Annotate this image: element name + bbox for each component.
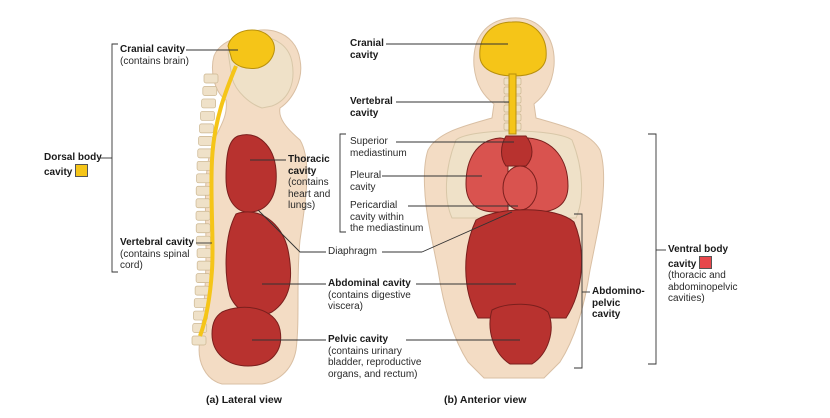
vertebral-anterior-title-2: cavity — [350, 107, 379, 119]
lateral-vertebra — [197, 148, 213, 159]
label-abdominopelvic-cavity: Abdomino- pelvic cavity — [592, 286, 645, 321]
lateral-spinal-cord — [198, 65, 238, 337]
lateral-vertebra — [196, 260, 212, 271]
lateral-vertebra — [191, 335, 207, 346]
label-pelvic-cavity: Pelvic cavity (contains urinary bladder,… — [328, 334, 421, 380]
thoracic-title-2: cavity — [288, 165, 317, 177]
anterior-figure — [423, 17, 605, 379]
pericardial-cavity — [502, 165, 538, 211]
lateral-vertebra — [202, 86, 218, 96]
cranial-lateral-sub: (contains brain) — [120, 55, 189, 67]
label-dorsal-body-cavity: Dorsal body cavity — [44, 152, 102, 178]
label-vertebral-cavity-lateral: Vertebral cavity (contains spinal cord) — [120, 237, 194, 272]
vertebral-lateral-sub-2: cord) — [120, 260, 143, 271]
vertebral-lateral-sub-1: (contains spinal — [120, 248, 190, 260]
anterior-spinal-cord — [508, 73, 517, 135]
cranial-anterior-title-1: Cranial — [350, 38, 384, 49]
dorsal-color-swatch — [75, 163, 89, 177]
cranial-lateral-title: Cranial cavity — [120, 44, 186, 55]
cranial-anterior-title-2: cavity — [350, 49, 379, 61]
anterior-abdominal-cavity — [465, 209, 582, 319]
abdominal-title: Abdominal cavity — [328, 278, 411, 289]
abdominopelvic-line-1: Abdomino- — [592, 286, 645, 297]
lateral-vertebra — [196, 160, 212, 171]
label-abdominal-cavity: Abdominal cavity (contains digestive vis… — [328, 278, 411, 313]
pleural-line-2: cavity — [350, 181, 376, 193]
label-vertebral-cavity-anterior: Vertebral cavity — [350, 96, 393, 119]
lateral-vertebra — [196, 235, 211, 246]
ventral-sub-1: (thoracic and — [668, 270, 726, 281]
ventral-title-1: Ventral body — [668, 244, 729, 255]
vertebral-anterior-title-1: Vertebral — [350, 96, 393, 107]
lateral-vertebra — [195, 198, 211, 209]
lateral-brain — [227, 29, 275, 69]
pelvic-title: Pelvic cavity — [328, 334, 389, 345]
label-pleural-cavity: Pleural cavity — [350, 170, 381, 193]
label-cranial-cavity-anterior: Cranial cavity — [350, 38, 384, 61]
pelvic-sub-1: (contains urinary — [328, 345, 402, 357]
pericardial-line-3: the mediastinum — [350, 223, 424, 234]
vertebral-lateral-title: Vertebral cavity — [120, 237, 194, 248]
diaphragm-text: Diaphragm — [328, 246, 377, 257]
abdominopelvic-line-2: pelvic — [592, 297, 621, 309]
pleural-line-1: Pleural — [350, 170, 382, 181]
abdominal-sub-2: viscera) — [328, 301, 364, 312]
lateral-vertebra — [196, 248, 212, 259]
lateral-vertebra — [195, 223, 211, 234]
lateral-vertebra — [199, 123, 214, 134]
ventral-sub-2: abdominopelvic — [668, 281, 738, 293]
lateral-figure — [191, 29, 308, 385]
lateral-vertebra — [196, 173, 211, 184]
dorsal-title-1: Dorsal body — [44, 152, 102, 163]
caption-anterior-view: (b) Anterior view — [444, 394, 527, 406]
dorsal-title-row: cavity — [44, 163, 102, 179]
lateral-vertebra — [198, 136, 213, 146]
lateral-vertebra — [200, 111, 215, 121]
thoracic-sub-3: lungs) — [288, 200, 316, 211]
ventral-sub-3: cavities) — [668, 293, 705, 304]
lateral-abdominal-cavity — [225, 211, 292, 316]
lateral-vertebra — [195, 210, 211, 221]
pelvic-sub-3: organs, and rectum) — [328, 368, 418, 380]
label-diaphragm: Diaphragm — [328, 246, 377, 258]
lateral-vertebra — [201, 98, 216, 109]
label-cranial-cavity-lateral: Cranial cavity (contains brain) — [120, 44, 189, 67]
caption-lateral-view: (a) Lateral view — [206, 394, 282, 406]
ventral-color-swatch — [699, 255, 713, 269]
superior-mediastinum-line-2: mediastinum — [350, 147, 407, 159]
abdominal-sub-1: (contains digestive — [328, 289, 411, 301]
lateral-vertebra — [203, 73, 219, 84]
superior-mediastinum-line-1: Superior — [350, 136, 388, 147]
thoracic-title-1: Thoracic — [288, 154, 330, 165]
label-thoracic-cavity: Thoracic cavity (contains heart and lung… — [288, 154, 330, 212]
label-ventral-body-cavity: Ventral body cavity (thoracic and abdomi… — [668, 244, 738, 305]
leader-lines — [100, 43, 666, 369]
ventral-title-2: cavity — [668, 258, 697, 270]
lateral-vertebra — [195, 273, 211, 283]
lateral-vertebra — [194, 285, 210, 296]
pelvic-sub-2: bladder, reproductive — [328, 357, 422, 368]
thoracic-sub-1: (contains — [288, 177, 329, 188]
anterior-brain — [479, 21, 547, 77]
label-superior-mediastinum: Superior mediastinum — [350, 136, 407, 159]
ventral-title-row: cavity — [668, 255, 738, 271]
thoracic-sub-2: heart and — [288, 188, 331, 200]
dorsal-title-2: cavity — [44, 166, 73, 178]
lateral-vertebral-column — [191, 73, 219, 346]
pericardial-line-2: cavity within — [350, 211, 404, 223]
superior-mediastinum — [501, 135, 533, 167]
abdominopelvic-line-3: cavity — [592, 309, 621, 320]
pericardial-line-1: Pericardial — [350, 200, 398, 211]
lateral-vertebra — [195, 185, 211, 196]
lateral-pelvic-cavity — [211, 306, 282, 367]
label-pericardial-cavity: Pericardial cavity within the mediastinu… — [350, 200, 423, 235]
